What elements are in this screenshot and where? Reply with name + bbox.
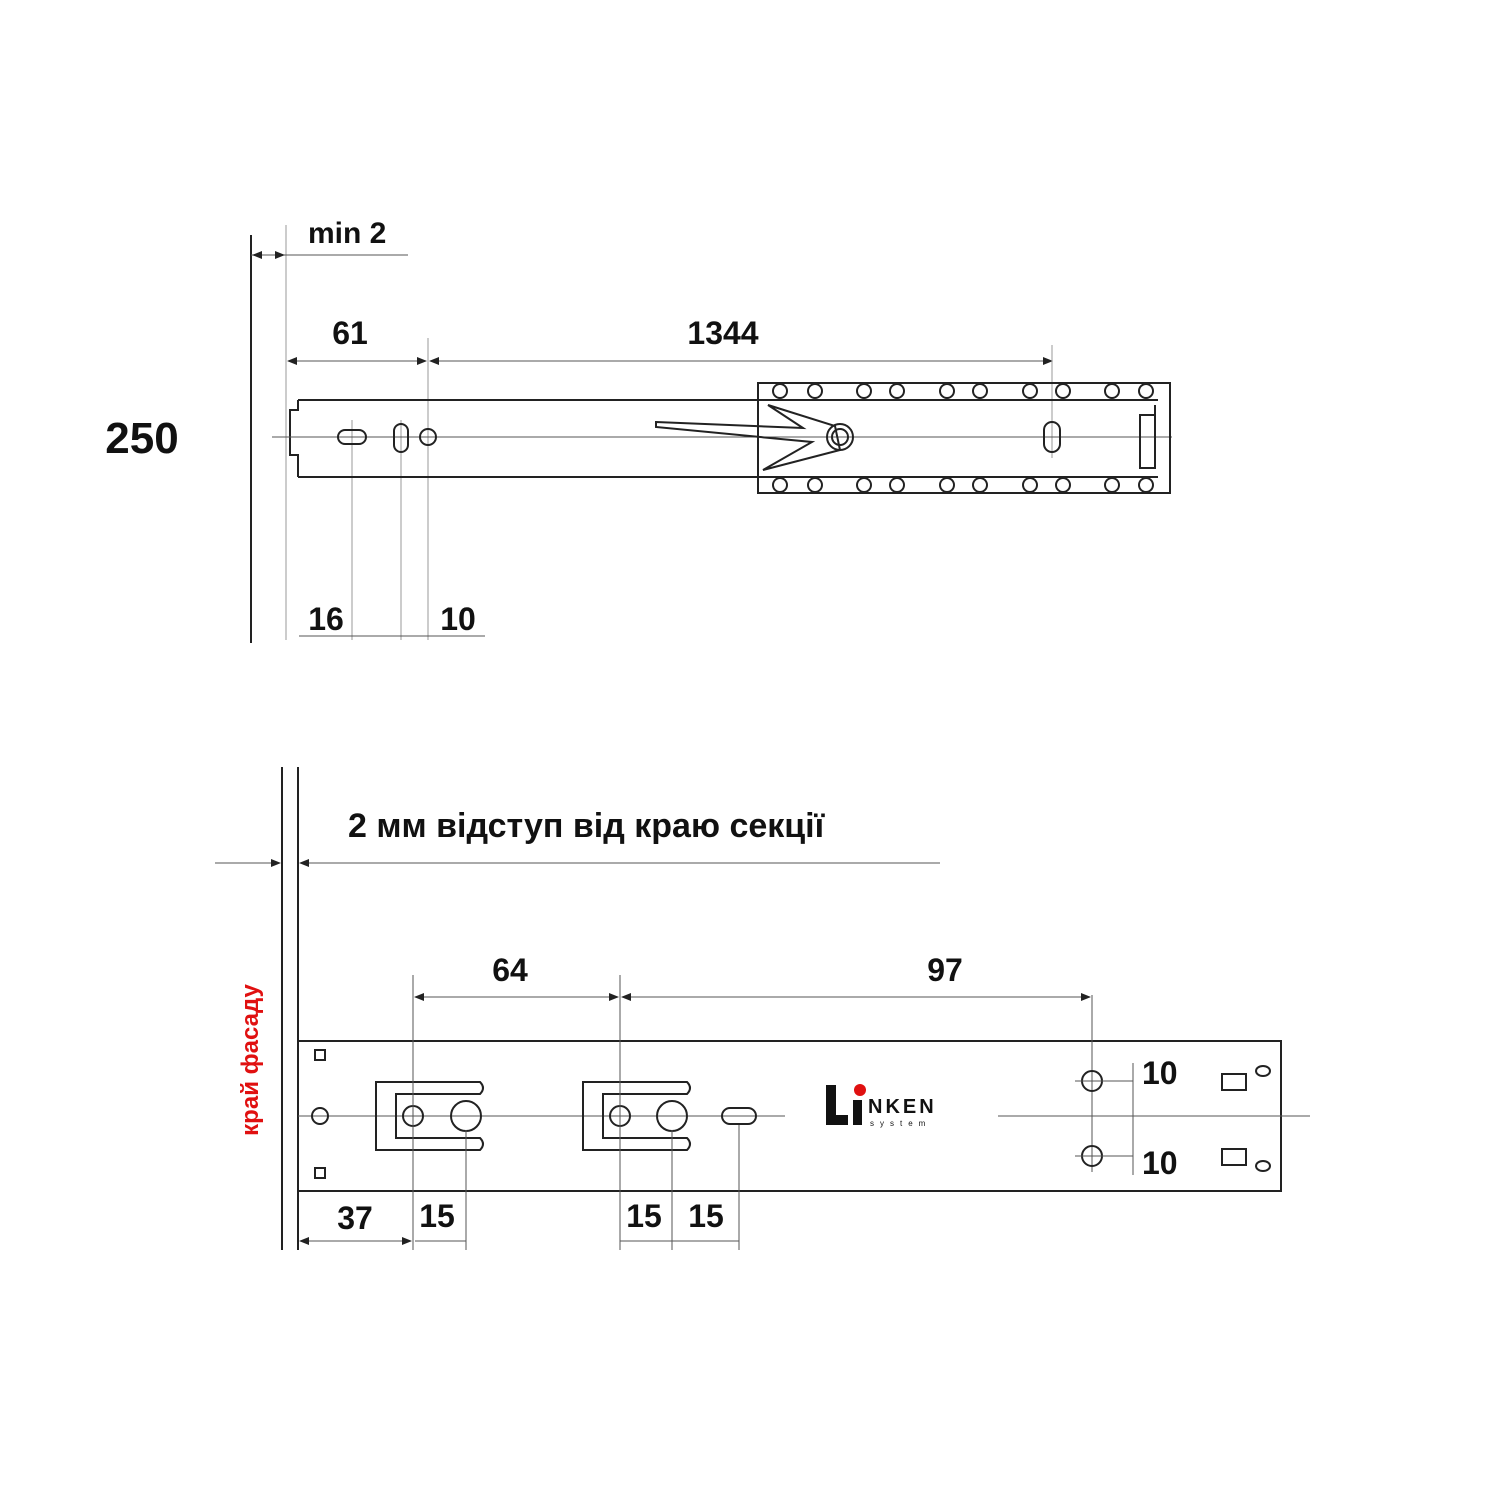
dim-16-label: 16 — [308, 601, 344, 637]
facade-edge-label: край фасаду — [237, 984, 264, 1136]
height-label: 250 — [105, 414, 178, 463]
dim-37-label: 37 — [337, 1200, 373, 1236]
end-stop — [1139, 405, 1156, 469]
dim-10-top-label: 10 — [1142, 1055, 1178, 1091]
dim-15-c-label: 15 — [688, 1198, 724, 1234]
top-rail-view: 250 min 2 61 1344 — [105, 217, 1172, 643]
linken-logo: NKEN system — [826, 1084, 937, 1128]
min-gap-label: min 2 — [308, 217, 386, 250]
dim-10-bottom-label: 10 — [1142, 1145, 1178, 1181]
svg-text:system: system — [870, 1119, 931, 1128]
slot-hole — [1043, 421, 1061, 453]
bottom-rail-view: край фасаду 2 мм відступ від краю секції… — [215, 767, 1310, 1250]
pivot — [826, 423, 854, 451]
offset-note: 2 мм відступ від краю секції — [348, 807, 826, 845]
dim-1344-label: 1344 — [687, 315, 758, 351]
dim-97-label: 97 — [927, 952, 963, 988]
dim-15-b-label: 15 — [626, 1198, 662, 1234]
dim-15-a-label: 15 — [419, 1198, 455, 1234]
outer-channel — [757, 382, 1171, 494]
dim-10-label: 10 — [440, 601, 476, 637]
slot-hole — [721, 1107, 757, 1125]
inner-rail — [289, 399, 760, 478]
ball-bearings — [772, 383, 1154, 493]
svg-text:NKEN: NKEN — [868, 1096, 937, 1118]
dim-61-label: 61 — [332, 315, 368, 351]
slot-hole — [337, 429, 367, 445]
dim-64-label: 64 — [492, 952, 528, 988]
round-hole — [419, 428, 437, 446]
slot-hole — [393, 423, 409, 453]
